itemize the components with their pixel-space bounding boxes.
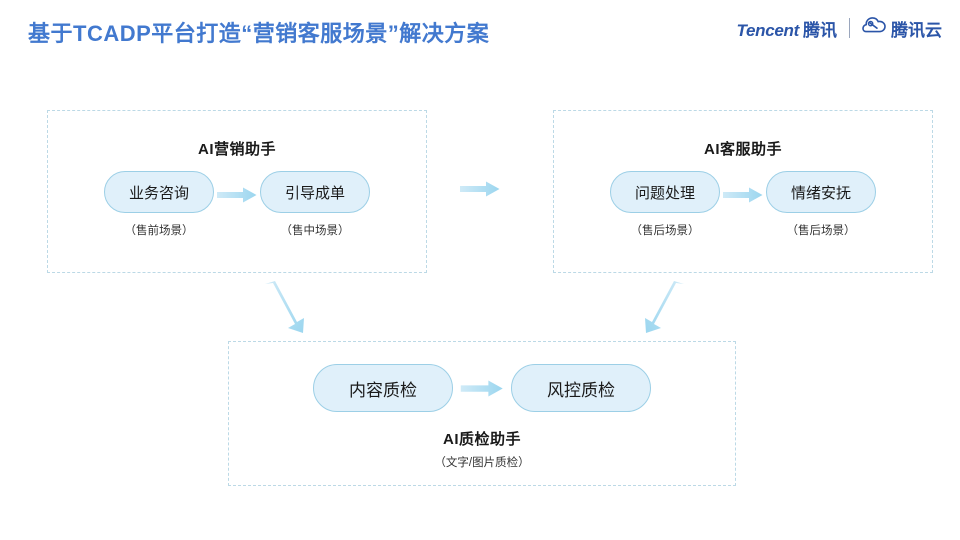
tencent-cloud-wordmark: 腾讯云 <box>891 20 942 40</box>
page-title: 基于TCADP平台打造“营销客服场景”解决方案 <box>28 21 490 46</box>
arrow-marketing-to-service-icon <box>460 181 500 202</box>
quality-footer: AI质检助手 （文字/图片质检） <box>229 428 735 470</box>
group-title-marketing: AI营销助手 <box>197 141 276 158</box>
node-label[interactable]: 业务咨询 <box>104 171 214 213</box>
brand-divider <box>849 18 850 38</box>
node-caption: （售后场景） <box>786 225 856 237</box>
node-emotion-soothing[interactable]: 情绪安抚 （售后场景） <box>766 171 876 238</box>
node-caption: （售中场景） <box>280 225 350 237</box>
flow-row-quality: 内容质检 风控质检 <box>229 364 735 412</box>
node-label[interactable]: 引导成单 <box>260 171 370 213</box>
arrow-service-to-quality-icon <box>643 281 687 338</box>
node-caption: （售前场景） <box>124 225 194 237</box>
arrow-right-icon <box>720 187 766 203</box>
arrow-right-icon <box>453 380 511 397</box>
node-issue-handling[interactable]: 问题处理 （售后场景） <box>610 171 720 238</box>
node-risk-inspection[interactable]: 风控质检 <box>511 364 651 412</box>
flow-row-service: 问题处理 （售后场景） 情绪安抚 （售后场景） <box>554 171 932 238</box>
arrow-marketing-to-quality-icon <box>262 281 306 338</box>
tencent-cloud-logo: 腾讯云 <box>862 16 942 41</box>
arrow-right-icon <box>214 187 260 203</box>
group-subtitle-quality: （文字/图片质检） <box>434 457 530 469</box>
cloud-icon <box>862 17 886 39</box>
node-label[interactable]: 情绪安抚 <box>766 171 876 213</box>
node-label[interactable]: 问题处理 <box>610 171 720 213</box>
group-ai-marketing-assistant: AI营销助手 业务咨询 （售前场景） 引导成单 （售中场景） <box>47 110 427 273</box>
brand-lockup: Tencent 腾讯 腾讯云 <box>737 14 942 42</box>
flow-row-marketing: 业务咨询 （售前场景） 引导成单 （售中场景） <box>48 171 426 238</box>
node-label[interactable]: 风控质检 <box>511 364 651 412</box>
node-caption: （售后场景） <box>630 225 700 237</box>
tencent-wordmark-en: Tencent <box>736 20 800 40</box>
node-guide-to-order[interactable]: 引导成单 （售中场景） <box>260 171 370 238</box>
group-title-service: AI客服助手 <box>703 141 782 158</box>
tencent-logo: Tencent 腾讯 <box>737 16 837 41</box>
node-content-inspection[interactable]: 内容质检 <box>313 364 453 412</box>
node-business-consult[interactable]: 业务咨询 （售前场景） <box>104 171 214 238</box>
page-header: 基于TCADP平台打造“营销客服场景”解决方案 Tencent 腾讯 腾讯云 <box>0 0 960 62</box>
group-title-quality: AI质检助手 <box>442 431 521 448</box>
node-label[interactable]: 内容质检 <box>313 364 453 412</box>
group-ai-quality-inspection-assistant: 内容质检 风控质检 AI质检助手 （文字/图片质检） <box>228 341 736 486</box>
group-ai-customer-service-assistant: AI客服助手 问题处理 （售后场景） 情绪安抚 （售后场景） <box>553 110 933 273</box>
tencent-wordmark-cn: 腾讯 <box>803 20 837 40</box>
